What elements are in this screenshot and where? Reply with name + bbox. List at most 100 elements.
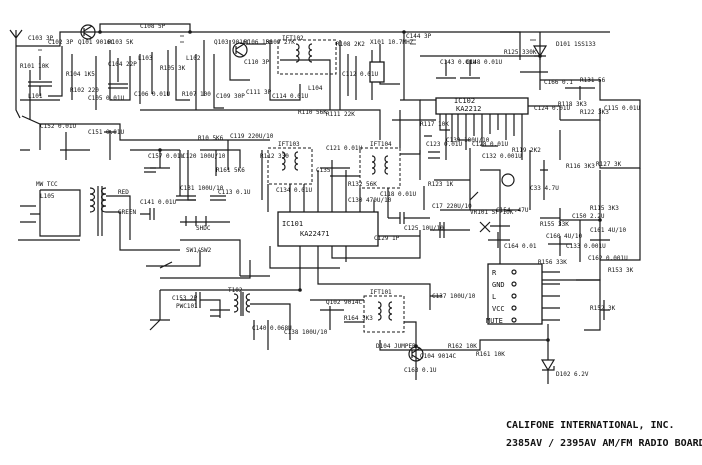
label-c166: C166 0.1: [544, 79, 573, 86]
caps-mid-left: [144, 167, 226, 201]
label-c163: C163 0.1U: [404, 367, 437, 374]
ift102-box: [277, 39, 337, 75]
label-c110: C110 3P: [244, 59, 270, 66]
t102-label: T102: [228, 287, 243, 294]
label-c125: C125 10U/10: [404, 225, 444, 232]
label-d101: D101 1SS133: [556, 41, 596, 48]
label-r164: R164 3K3: [344, 315, 373, 322]
label-c115: C115 0.01U: [604, 105, 641, 112]
label-c119: C119 220U/10: [230, 133, 274, 140]
label-r125: R125 330K: [504, 49, 537, 56]
ift101-label: IFT101: [370, 289, 392, 296]
company-name: CALIFONE INTERNATIONAL, INC.: [506, 420, 675, 431]
label-r107: R107 100: [182, 91, 211, 98]
label-r112: R112 330: [260, 153, 289, 160]
label-r101: R101 10K: [20, 63, 49, 70]
ift104-label: IFT104: [370, 141, 392, 148]
label-c124: C124 0.01U: [534, 105, 571, 112]
label-r102: R102 220: [70, 87, 99, 94]
label-r116: R116 3K3: [566, 163, 595, 170]
label-r162: R162 10K: [448, 343, 477, 350]
rf-transistor-q103: [232, 42, 248, 58]
connector-pin-gnd: GND: [492, 281, 505, 289]
label-c153: C153 2P: [172, 295, 198, 302]
label-c138: C138 100U/10: [284, 329, 328, 336]
label-r10: R10 5K6: [198, 135, 224, 142]
label-c144: C144 3P: [406, 33, 432, 40]
label-l104: L104: [308, 85, 323, 92]
crystal-x101: [369, 61, 385, 83]
label-c120: C120 100U/10: [182, 153, 226, 160]
label-c103: C103 3P: [28, 35, 54, 42]
ift102-label: IFT102: [282, 35, 304, 42]
label-c130: C130 470U/10: [348, 197, 392, 204]
top-rail-wires: [15, 23, 641, 120]
label-r156: R156 33K: [538, 259, 567, 266]
ift101-box: [363, 295, 405, 333]
rf-transistor-q101: [80, 24, 96, 40]
connector-block: [487, 263, 560, 325]
label-c143: C143 0.01U: [440, 59, 477, 66]
bottom-mid-wires: [310, 283, 500, 380]
label-r123: R123 1K: [428, 181, 454, 188]
label-r115: R115 3K3: [590, 205, 619, 212]
ic102-block: [435, 97, 529, 115]
label-c160: C160 4U/10: [546, 233, 583, 240]
t102-transformer: [233, 292, 251, 316]
label-vr101: VR101 5F-10K: [470, 209, 514, 216]
label-c17: C17 220U/10: [432, 203, 472, 210]
label-c109: C109 30P: [216, 93, 245, 100]
ic101-block: [277, 211, 379, 247]
board-model: 2385AV / 2395AV AM/FM RADIO BOARD: [506, 438, 702, 449]
label-c154: C154 .47U: [496, 207, 529, 214]
ic102-wires: [420, 99, 641, 169]
label-r122: R122 3K3: [580, 109, 609, 116]
connector-pin-mute: MUTE: [486, 317, 503, 325]
label-c105: C105 0.01U: [88, 95, 125, 102]
label-q103: Q103 9016C: [214, 39, 251, 46]
label-r103: R103 5K: [108, 39, 134, 46]
label-r131: R131 56: [580, 77, 606, 84]
label-c102: C102 3P: [48, 39, 74, 46]
label-c108: C108 5P: [140, 23, 166, 30]
ift104-box: [359, 147, 401, 189]
label-c129: C129 1P: [374, 235, 400, 242]
label-c128: C128 0.01U: [472, 141, 509, 148]
label-r117: R117 10K: [420, 121, 449, 128]
small-caps-top: [38, 35, 536, 51]
zener-d102: [500, 324, 556, 384]
label-c118: C118 0.01U: [380, 191, 417, 198]
label-r132: R132 56K: [348, 181, 377, 188]
label-r104: R104 1K5: [66, 71, 95, 78]
label-r110: R110 56K: [298, 109, 327, 116]
label-l103: L103: [138, 55, 153, 62]
label-c133: C133 0.001U: [566, 243, 606, 250]
label-c139: C139 100U/10: [446, 137, 490, 144]
label-r153: R153 3K: [608, 267, 634, 274]
antenna-symbol: [9, 29, 23, 46]
connector-pin-r: R: [492, 269, 497, 277]
ic102-ref: IC102: [454, 97, 475, 105]
label-sw: SW1/SW2: [186, 247, 212, 254]
label-mwtcc: MW TCC: [36, 181, 58, 188]
label-r111: R111 22K: [326, 111, 355, 118]
label-r155: R155 33K: [540, 221, 569, 228]
label-r118: R118 3K3: [558, 101, 587, 108]
connector-pin-l: L: [492, 293, 496, 301]
label-l102: L102: [186, 55, 201, 62]
label-c164: C164 0.01: [504, 243, 537, 250]
label-r127: R127 3K: [596, 161, 622, 168]
label-shdc: SHDC: [196, 225, 211, 232]
label-c137: C137 100U/10: [432, 293, 476, 300]
label-c150: C150 2.2U: [572, 213, 605, 220]
label-c131: C131 100U/10: [180, 185, 224, 192]
label-r109: R109 27K: [266, 39, 295, 46]
label-c114: C114 0.01U: [272, 93, 309, 100]
ift103-label: IFT103: [278, 141, 300, 148]
label-c141: C141 0.01U: [140, 199, 177, 206]
switch-section: [146, 216, 251, 279]
label-red: RED: [118, 189, 129, 196]
label-d104: D104 JUMPER: [376, 343, 416, 350]
